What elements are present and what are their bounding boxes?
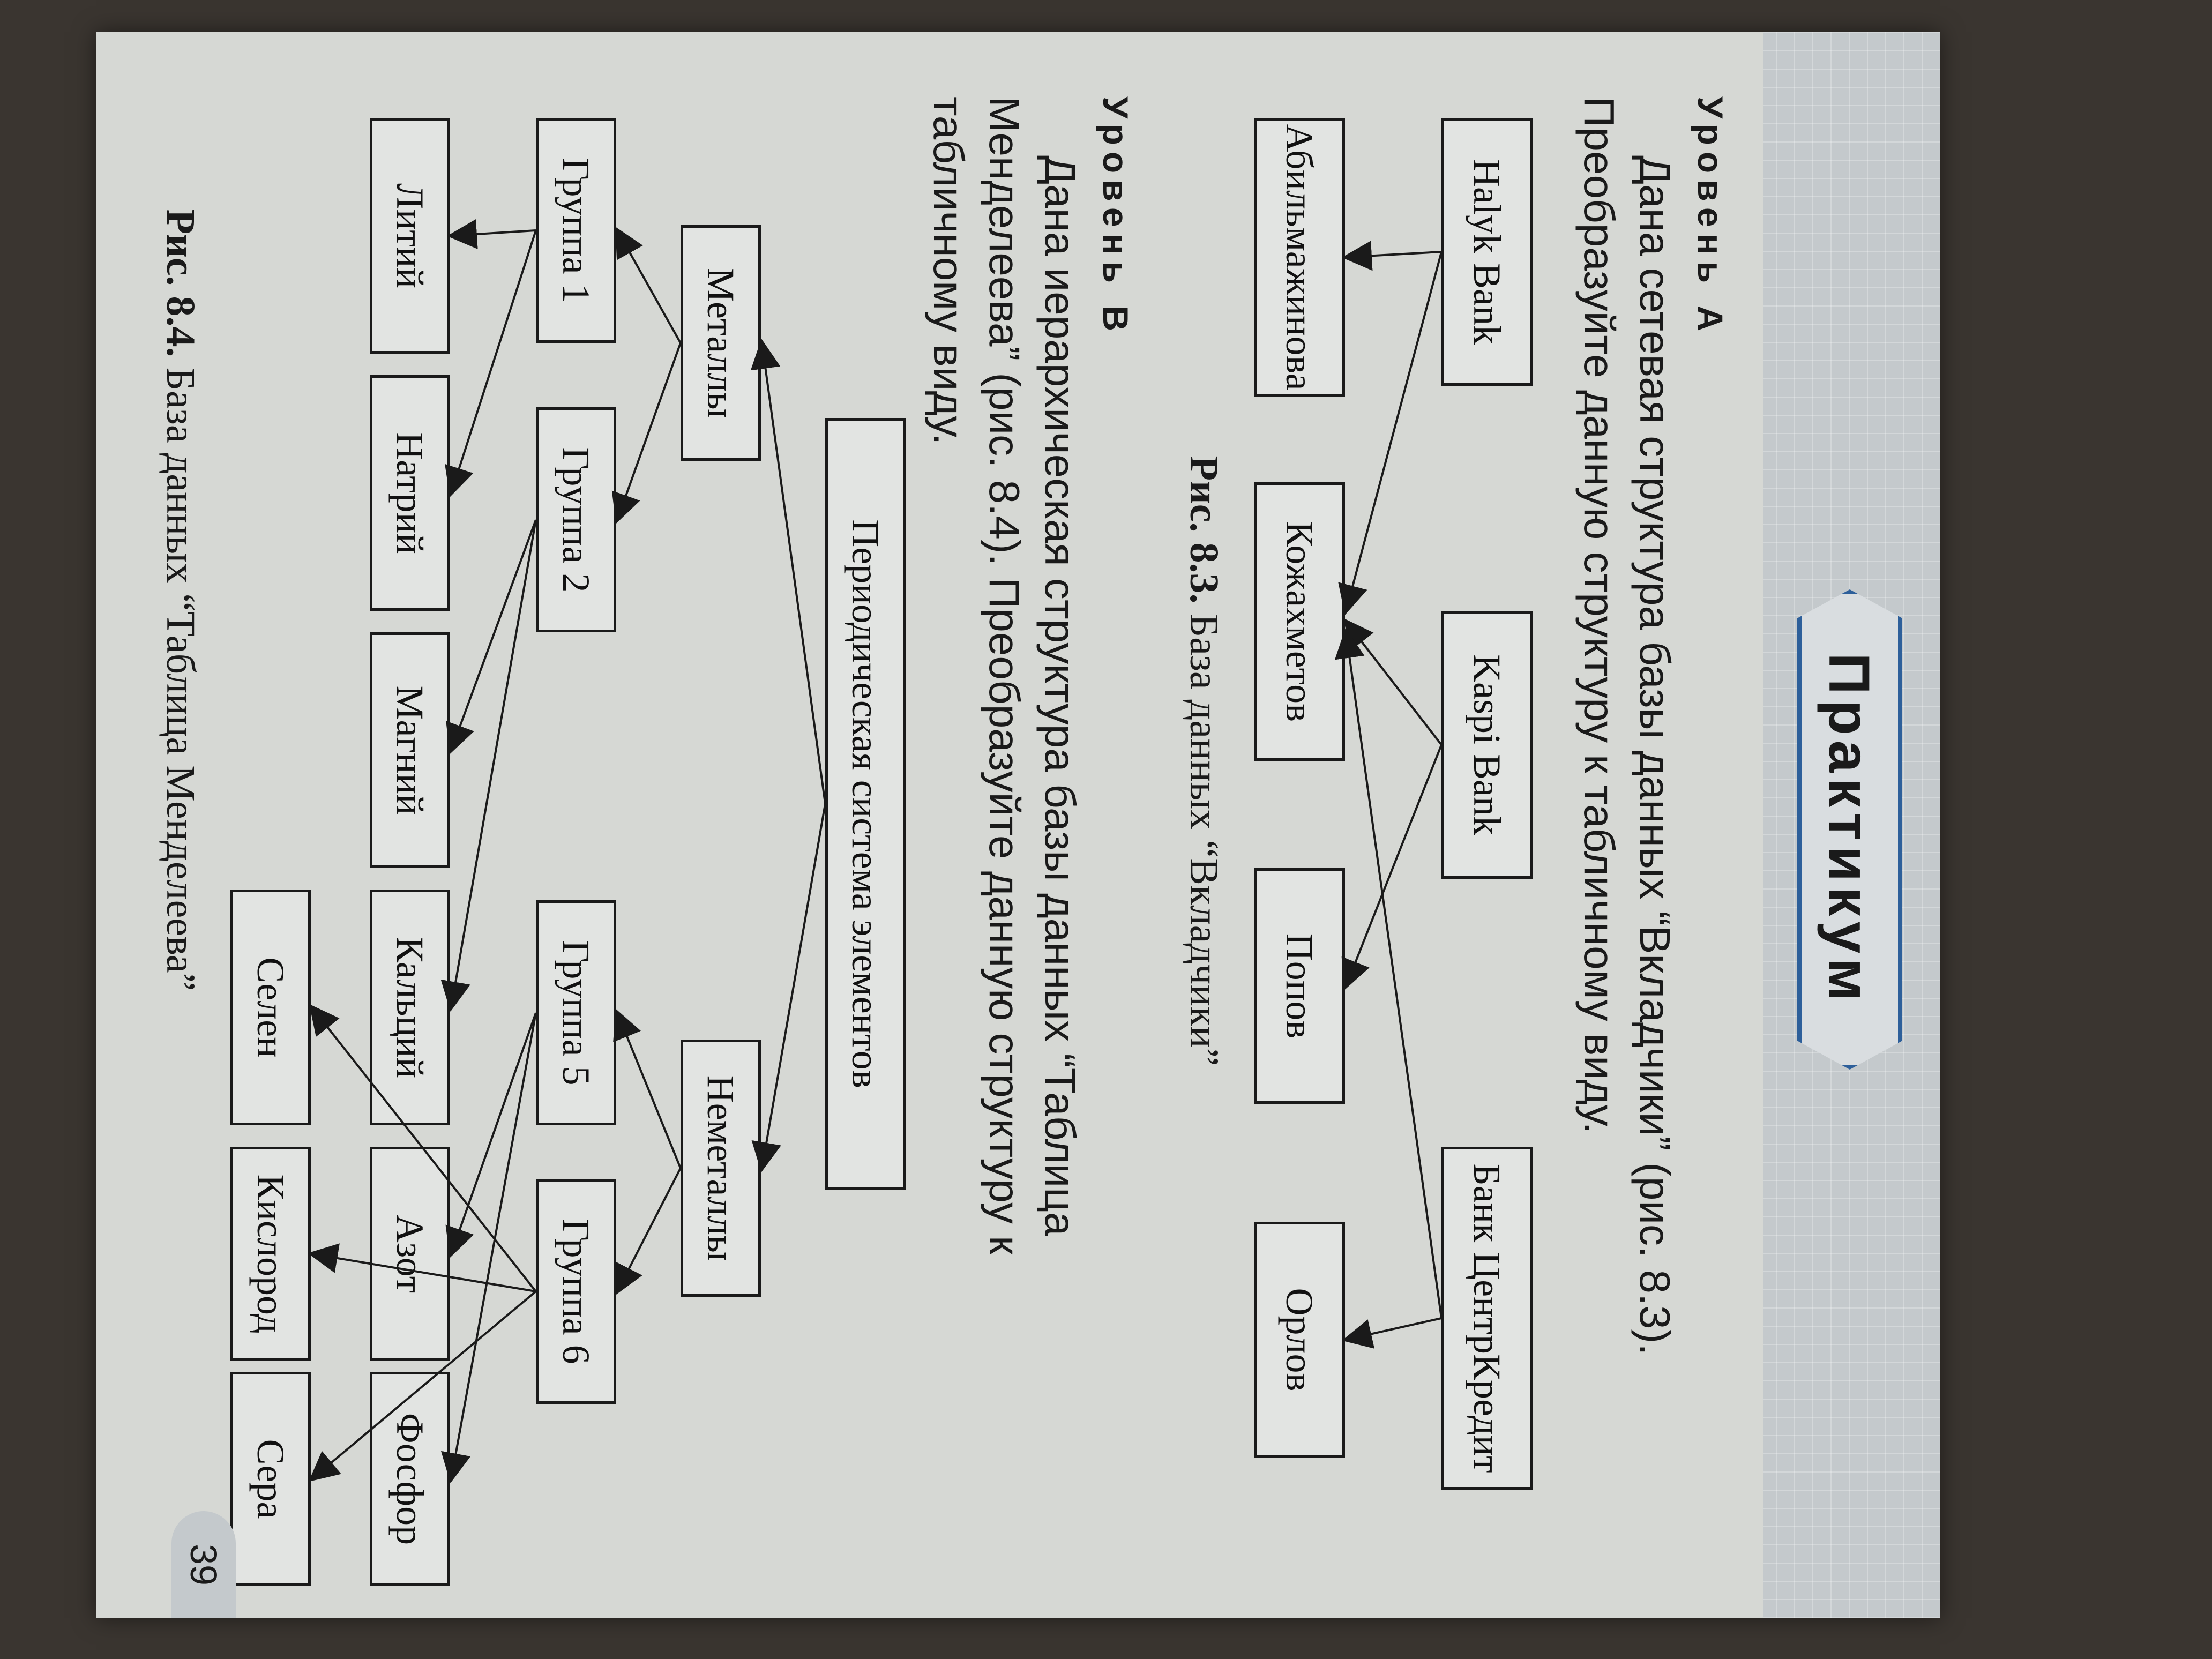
page-number: 39 — [171, 1511, 236, 1618]
arrow-root-metals — [750, 339, 826, 804]
textbook-page: Практикум Уровень А Дана сетевая структу… — [96, 32, 1940, 1618]
arrow-centrkredit-kozhakhmetov — [1334, 628, 1443, 1319]
diagram-arrows — [308, 219, 1443, 1483]
page-content: Практикум Уровень А Дана сетевая структу… — [96, 32, 1940, 1618]
arrow-kaspi-kozhakhmetov — [1343, 618, 1443, 746]
arrow-group6-selenium — [309, 1004, 537, 1292]
arrow-kaspi-popov — [1341, 744, 1443, 990]
arrow-metals-group1 — [615, 227, 682, 343]
arrow-group6-sulfur — [308, 1290, 537, 1482]
arrow-group6-oxygen — [308, 1243, 536, 1292]
arrow-metals-group2 — [611, 342, 682, 524]
arrow-root-nonmetals — [751, 803, 826, 1172]
arrow-nonmetals-group5 — [613, 1008, 682, 1169]
arrow-group1-sodium — [445, 230, 537, 497]
arrow-group2-magnesium — [446, 519, 537, 754]
arrow-halyk-abilmazhinova — [1342, 241, 1442, 271]
arrow-group1-lithium — [447, 219, 536, 249]
arrow-group2-calcium — [440, 519, 537, 1012]
arrow-nonmetals-group6 — [615, 1168, 682, 1296]
arrow-halyk-kozhakhmetov — [1338, 251, 1443, 615]
arrow-centrkredit-orlov — [1342, 1317, 1442, 1349]
arrow-group5-nitrogen — [445, 1012, 537, 1258]
arrow-group5-phosphorus — [441, 1012, 537, 1483]
